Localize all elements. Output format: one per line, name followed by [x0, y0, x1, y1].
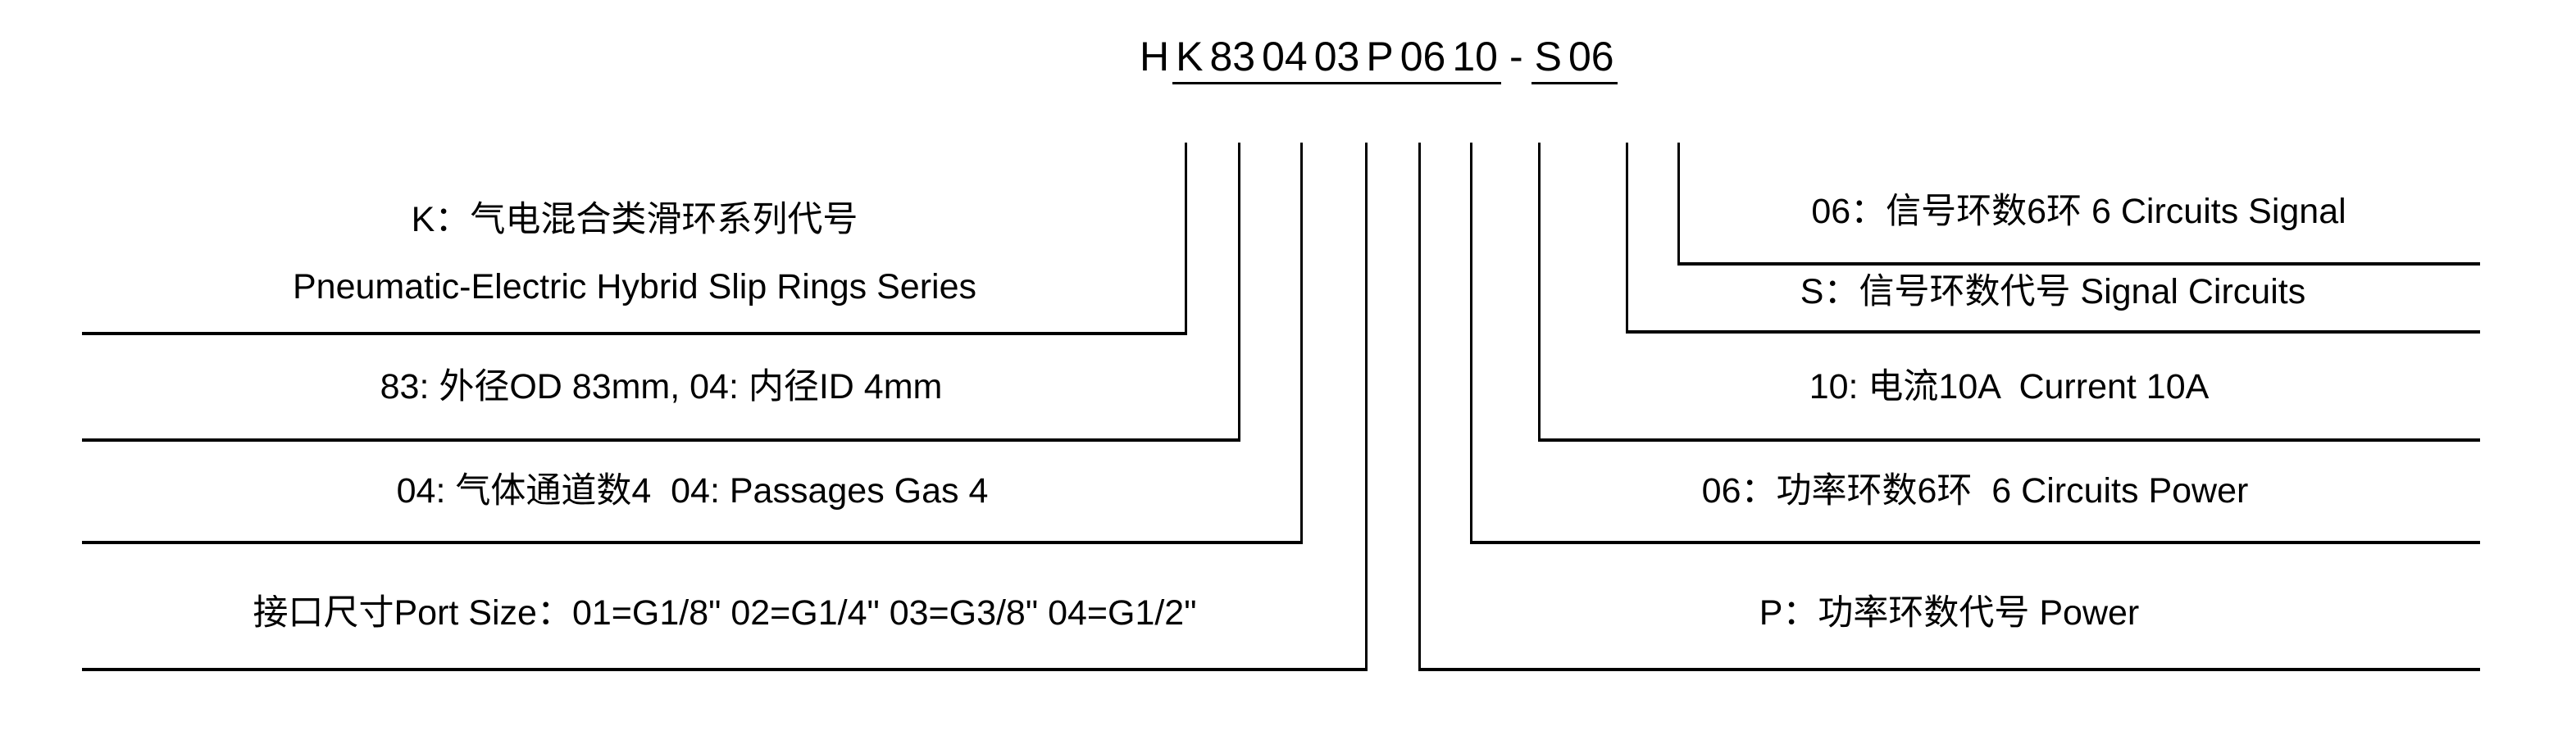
rule-power-count [1470, 541, 2480, 544]
rule-power-code [1418, 668, 2480, 671]
code-segment-gas: 03 [1310, 36, 1363, 84]
rule-signal-code [1626, 330, 2480, 334]
callout-series-cn: K：气电混合类滑环系列代号 [411, 200, 858, 239]
code-segment-h: H [1140, 34, 1170, 79]
leader-vline-series [1185, 143, 1187, 332]
callout-series-en: Pneumatic-Electric Hybrid Slip Rings Ser… [292, 267, 976, 306]
rule-gas [82, 541, 1303, 544]
callout-signal-count: 06：信号环数6环 6 Circuits Signal [1811, 192, 2346, 231]
leader-vline-port [1365, 143, 1368, 668]
code-segment-id: 04 [1258, 36, 1311, 84]
code-segment-s: S [1531, 36, 1565, 84]
code-segment-current: 10 [1449, 36, 1501, 84]
code-segment-dash: - [1509, 34, 1523, 79]
rule-signal-count [1677, 262, 2480, 266]
rule-series [82, 332, 1187, 335]
callout-port-size: 接口尺寸Port Size：01=G1/8" 02=G1/4" 03=G3/8"… [253, 593, 1197, 633]
leader-vline-gas [1300, 143, 1303, 541]
leader-vline-power-code [1418, 143, 1421, 668]
rule-port [82, 668, 1368, 671]
part-number-code: H K 83 04 03 P 06 10 - S 06 [1136, 36, 1618, 84]
callout-power-code: P：功率环数代号 Power [1759, 593, 2140, 633]
code-segment-k: K [1172, 36, 1207, 84]
code-segment-signal: 06 [1564, 36, 1618, 84]
rule-current [1538, 438, 2480, 442]
leader-vline-current [1538, 143, 1541, 438]
leader-vline-signal-code [1626, 143, 1628, 332]
leader-vline-diameter [1238, 143, 1240, 438]
code-segment-p: P [1363, 36, 1397, 84]
callout-current: 10: 电流10A Current 10A [1809, 367, 2210, 406]
leader-vline-signal-count [1677, 143, 1680, 264]
callout-diameter: 83: 外径OD 83mm, 04: 内径ID 4mm [380, 367, 943, 406]
code-segment-power: 06 [1396, 36, 1450, 84]
callout-signal-code: S：信号环数代号 Signal Circuits [1800, 272, 2306, 311]
leader-vline-power-count [1470, 143, 1472, 541]
callout-power-count: 06：功率环数6环 6 Circuits Power [1701, 471, 2249, 511]
code-segment-od: 83 [1206, 36, 1259, 84]
rule-diameter [82, 438, 1240, 442]
callout-gas: 04: 气体通道数4 04: Passages Gas 4 [396, 471, 989, 511]
